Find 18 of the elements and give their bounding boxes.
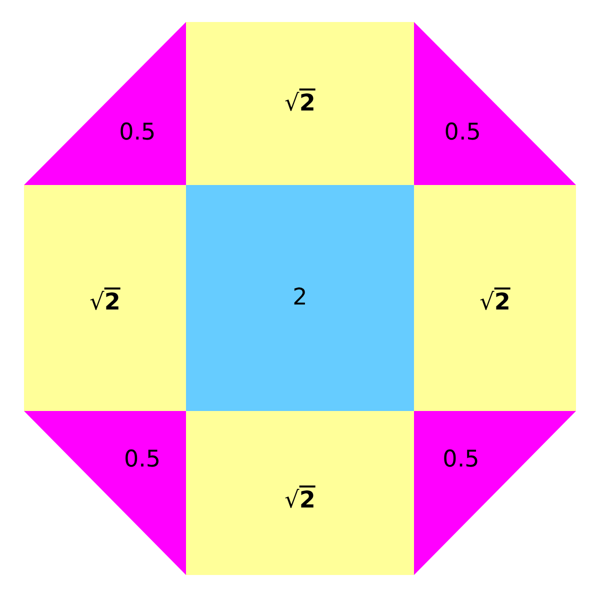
square-region <box>186 185 414 411</box>
triangle-region <box>414 411 576 575</box>
region-label: 0.5 <box>119 121 156 144</box>
region-label: 2 <box>292 286 308 310</box>
square-region <box>414 185 576 411</box>
region-label: √2 <box>284 92 316 115</box>
square-region <box>186 22 414 185</box>
region-label: √2 <box>284 490 316 513</box>
region-label: √2 <box>480 291 510 314</box>
triangle-region <box>24 22 186 185</box>
region-label: 0.5 <box>444 121 481 144</box>
triangle-region <box>24 411 186 575</box>
region-label: √2 <box>90 291 120 314</box>
square-region <box>186 411 414 575</box>
region-label: 0.5 <box>442 448 480 472</box>
region-label: 0.5 <box>124 448 161 472</box>
square-region <box>24 185 186 411</box>
triangle-region <box>414 22 576 185</box>
